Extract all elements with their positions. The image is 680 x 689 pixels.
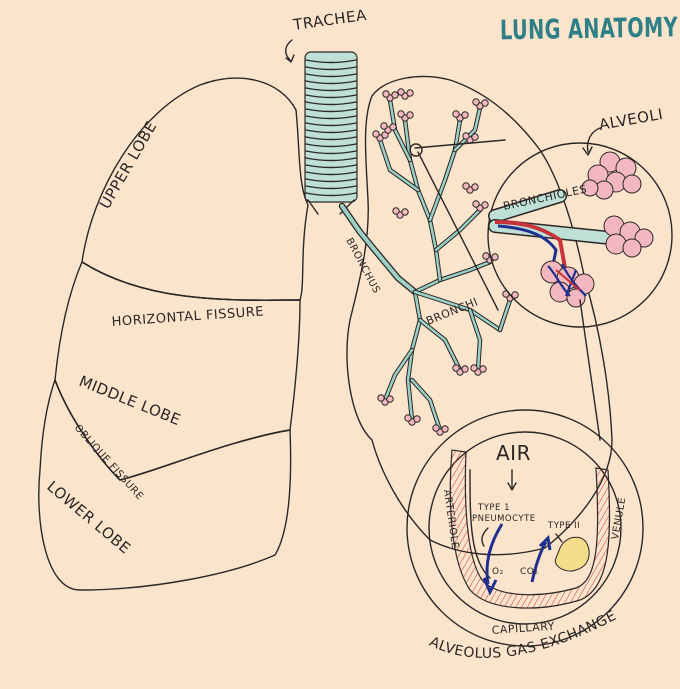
alveolus-bud	[452, 110, 460, 118]
alveolus-bud	[481, 99, 489, 107]
diagram-title: LUNG ANATOMY	[500, 12, 679, 46]
trachea-ring	[305, 101, 357, 106]
alveoli-buds	[372, 88, 519, 436]
bronchi-branch	[383, 348, 414, 402]
trachea-arrow	[285, 39, 293, 61]
bronchi-branches	[377, 97, 513, 433]
oblique-fissure-line	[54, 379, 291, 481]
alveolus-bud	[491, 253, 499, 261]
trachea-ring	[305, 150, 357, 155]
o2-label: O₂	[492, 567, 504, 577]
alveolus-bud	[441, 425, 449, 433]
alveolus-bud	[372, 130, 380, 138]
zoom-connector	[579, 299, 601, 441]
trachea-ring	[305, 73, 357, 78]
alveolus-bud	[406, 89, 414, 97]
bronchi-branch	[428, 118, 462, 222]
alveoli-zoom: BRONCHIOLES ALVEOLI	[409, 105, 673, 328]
alveolus-bud	[481, 201, 489, 209]
trachea-ring	[305, 122, 357, 127]
trachea-ring	[305, 136, 357, 141]
trachea-ring	[305, 129, 357, 134]
middle-lobe-label: MIDDLE LOBE	[77, 372, 184, 429]
trachea-ring	[305, 164, 357, 169]
type-ii-cell	[554, 536, 590, 572]
type2-label: TYPE II	[547, 521, 580, 531]
alveolus-bud	[452, 364, 460, 372]
alveolus-bud	[377, 394, 385, 402]
alveolus-bud	[461, 111, 469, 119]
air-label: AIR	[496, 441, 531, 465]
co2-label: CO₂	[520, 567, 538, 577]
trachea-ring	[305, 171, 357, 176]
right-lung	[38, 77, 309, 591]
trachea-ring	[305, 66, 357, 71]
lower-lobe-label: LOWER LOBE	[43, 477, 134, 557]
alveoli-label: ALVEOLI	[598, 105, 665, 134]
trachea-ring	[305, 143, 357, 148]
alveolus-bud	[471, 133, 479, 141]
type1-label-line1: TYPE 1	[477, 503, 510, 513]
venule-label: VENULE	[610, 496, 628, 540]
alveolus-bud	[511, 291, 519, 299]
alveolus-bud	[397, 88, 405, 96]
alveolus-bud	[461, 365, 469, 373]
bronchi-branch	[434, 208, 482, 252]
left-lung-outline	[346, 75, 613, 556]
alveolus-bud	[471, 183, 479, 191]
alveolus-bud	[472, 200, 480, 208]
alveolus-bud	[479, 365, 487, 373]
trachea-ring	[305, 87, 357, 92]
alveolus-bud	[397, 110, 405, 118]
trachea-ring	[305, 59, 357, 64]
trachea-ring	[305, 80, 357, 85]
trachea-label: TRACHEA	[291, 6, 368, 34]
trachea	[304, 51, 358, 215]
bronchi-branch	[418, 318, 462, 372]
type1-label-line2: PNEUMOCYTE	[472, 514, 536, 524]
trachea-ring	[305, 108, 357, 113]
alveolus-bud	[392, 207, 400, 215]
bronchus-label: BRONCHUS	[343, 236, 382, 295]
bronchi-branch	[468, 308, 482, 372]
alveolus-bud	[470, 364, 478, 372]
alveolus-bud	[472, 98, 480, 106]
trachea-ring	[305, 157, 357, 162]
bronchioles-label: BRONCHIOLES	[502, 182, 588, 212]
trachea-ring	[305, 115, 357, 120]
upper-lobe-label: UPPER LOBE	[96, 118, 161, 212]
bronchi-branch	[410, 378, 442, 432]
oblique-fissure-label: OBLIQUE FISSURE	[72, 423, 145, 503]
bronchial-tree	[338, 202, 419, 296]
alveolus-bud	[391, 91, 399, 99]
alveolus-bud	[462, 182, 470, 190]
alveolus-bud	[389, 123, 397, 131]
trachea-ring	[305, 94, 357, 99]
alveolus-bud	[380, 122, 388, 130]
trachea-ring	[305, 178, 357, 183]
capillary-label: CAPILLARY	[491, 620, 555, 637]
alveolus-bud	[413, 415, 421, 423]
alveolus-bud	[406, 111, 414, 119]
alveolus-bud	[382, 90, 390, 98]
alveolus-bud	[404, 414, 412, 422]
bronchi-branch	[417, 317, 463, 373]
bronchi-branch	[413, 290, 502, 332]
alveolus-bud	[386, 395, 394, 403]
alveolus-bud	[401, 208, 409, 216]
bronchi-branch	[413, 260, 492, 294]
alveolus-bud	[482, 252, 490, 260]
arteriole-vessel	[449, 449, 611, 609]
horizontal-fissure-line	[81, 261, 301, 301]
alveolus-bud	[432, 424, 440, 432]
bronchi-branch	[378, 138, 420, 192]
trachea-ring	[305, 192, 357, 197]
horizontal-fissure-label: HORIZONTAL FISSURE	[111, 304, 264, 330]
bronchi-branch	[498, 298, 512, 332]
alveolus-bud	[462, 132, 470, 140]
trachea-ring	[305, 185, 357, 190]
